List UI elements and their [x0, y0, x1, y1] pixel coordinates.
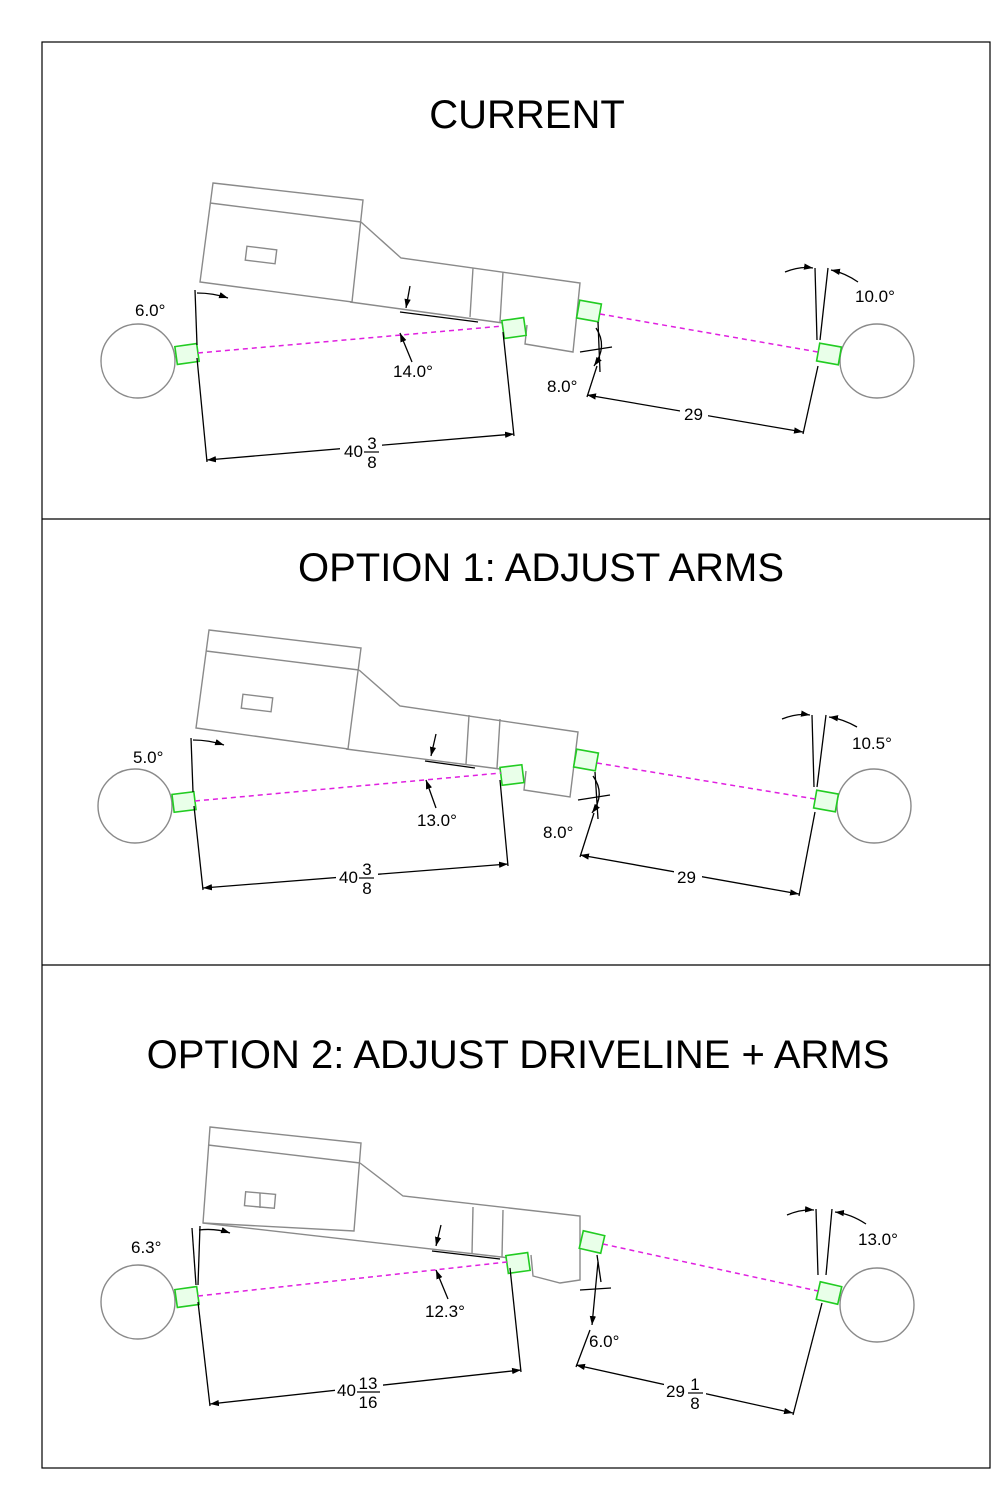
length-whole: 29	[677, 868, 696, 887]
rear-driveshaft	[599, 313, 819, 353]
vehicle-body-outline	[195, 629, 579, 798]
transfer-case-u-joint	[578, 1229, 606, 1255]
front-shaft-length: 40 3 8	[340, 434, 382, 472]
panel-title: OPTION 1: ADJUST ARMS	[298, 546, 784, 590]
rear-u-joint	[812, 789, 840, 813]
front-wheel-angle: 6.0°	[135, 301, 165, 320]
front-u-joint	[173, 342, 201, 366]
dimension-lines	[194, 263, 859, 463]
vehicle-body-outline	[199, 182, 581, 353]
length-whole: 29	[666, 1382, 685, 1401]
length-numerator: 3	[367, 434, 376, 453]
rear-wheel-angle: 13.0°	[858, 1230, 898, 1249]
vehicle-body-outline	[202, 1126, 581, 1284]
length-whole: 40	[344, 442, 363, 461]
front-shaft-length: 40 3 8	[336, 860, 378, 898]
front-wheel	[100, 1264, 176, 1340]
pinion-angle: 13.0°	[417, 811, 457, 830]
panel-option-2: OPTION 2: ADJUST DRIVELINE + ARMS	[100, 1033, 915, 1416]
front-wheel	[97, 768, 173, 844]
front-driveshaft	[197, 325, 504, 354]
rear-wheel-angle: 10.5°	[852, 734, 892, 753]
rear-shaft-length: 29	[680, 403, 708, 424]
length-denominator: 16	[359, 1393, 378, 1412]
front-wheel-angle: 6.3°	[131, 1238, 161, 1257]
length-denominator: 8	[362, 879, 371, 898]
rear-shaft-length: 29	[674, 866, 702, 887]
panel-title: CURRENT	[429, 93, 625, 137]
panel-current: CURRENT	[100, 93, 915, 472]
rear-wheel	[839, 323, 915, 399]
dimension-lines	[191, 1206, 867, 1416]
transmission-u-joint	[500, 316, 528, 340]
carrier-angle: 6.0°	[589, 1332, 619, 1351]
rear-wheel-angle: 10.0°	[855, 287, 895, 306]
rear-driveshaft	[602, 1243, 819, 1292]
rear-u-joint	[815, 342, 843, 366]
front-driveshaft	[197, 1261, 508, 1297]
length-numerator: 13	[359, 1374, 378, 1393]
front-wheel-angle: 5.0°	[133, 748, 163, 767]
length-whole: 29	[684, 405, 703, 424]
carrier-angle: 8.0°	[543, 823, 573, 842]
front-shaft-length: 40 13 16	[335, 1374, 383, 1412]
transmission-u-joint	[499, 763, 525, 787]
length-denominator: 8	[367, 453, 376, 472]
rear-wheel	[836, 768, 912, 844]
length-whole: 40	[337, 1381, 356, 1400]
front-u-joint	[171, 790, 197, 814]
length-numerator: 1	[690, 1375, 699, 1394]
front-u-joint	[173, 1285, 201, 1309]
panel-title: OPTION 2: ADJUST DRIVELINE + ARMS	[147, 1033, 890, 1077]
front-driveshaft	[194, 772, 502, 802]
sheet-border	[41, 41, 991, 1469]
transfer-case-u-joint	[575, 299, 603, 323]
rear-u-joint	[815, 1280, 843, 1306]
transfer-case-u-joint	[572, 748, 600, 772]
length-denominator: 8	[690, 1394, 699, 1413]
rear-shaft-length: 29 1 8	[664, 1375, 706, 1413]
length-numerator: 3	[362, 860, 371, 879]
length-whole: 40	[339, 868, 358, 887]
pinion-angle: 14.0°	[393, 362, 433, 381]
rear-wheel	[839, 1267, 915, 1343]
front-wheel	[100, 323, 176, 399]
transmission-u-joint	[504, 1251, 532, 1275]
panel-option-1: OPTION 1: ADJUST ARMS	[97, 546, 912, 898]
rear-driveshaft	[596, 762, 816, 800]
carrier-angle: 8.0°	[547, 377, 577, 396]
pinion-angle: 12.3°	[425, 1302, 465, 1321]
